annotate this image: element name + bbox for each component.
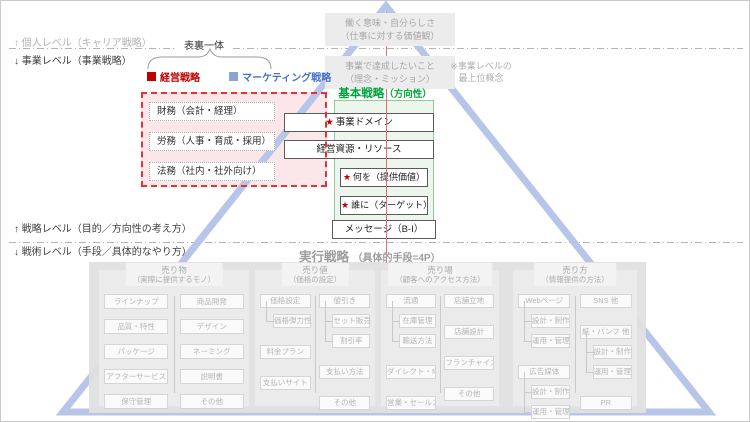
exec-item: セット販売 xyxy=(325,301,371,328)
legend-management: 経営戦略 xyxy=(147,69,200,84)
exec-item: 保守管理 xyxy=(104,394,169,409)
level-label-business: ↓ 事業レベル（事業戦略） xyxy=(14,56,132,67)
exec-item: 在庫管理 xyxy=(392,301,436,328)
exec-item: 営業・セールス xyxy=(386,396,436,410)
legend-marketing: マーケティング戦略 xyxy=(229,69,331,84)
exec-item: その他 xyxy=(179,394,244,409)
exec-item: 設計・制作 xyxy=(523,372,571,399)
exec-column-3: 売り方（情報提供の方法）Webページ設計・制作運用・管理広告媒体設計・制作運用・… xyxy=(513,263,637,419)
exec-column-0: 売り物（実際に提供するモノ） ラインナップ品質・特性パッケージアフターサービス保守… xyxy=(99,263,249,409)
exec-column-1: 売り値（価格の設定）価格設定価格弾力性料金プラン支払いサイト値引きセット販売割引… xyxy=(255,263,375,410)
exec-column-header: 売り場（顧客へのアクセス方法） xyxy=(388,263,492,286)
legend-marketing-label: マーケティング戦略 xyxy=(242,73,332,84)
level-label-tactics: ↓ 戦術レベル（手段／具体的なやり方） xyxy=(14,247,192,258)
work-meaning-box: 働く意味・自分らしさ （仕事に対する価値観） xyxy=(325,13,455,46)
strategy-item-who: ★誰に（ターゲット） xyxy=(340,196,432,215)
exec-item: 品質・特性 xyxy=(104,319,169,334)
exec-item: 商品開発 xyxy=(179,294,244,309)
top-level-note: ※事業レベルの 最上位概念 xyxy=(450,61,512,83)
exec-item: 設計・制作 xyxy=(523,301,571,328)
exec-item: フランチャイズ xyxy=(444,356,494,370)
management-box-border xyxy=(141,92,327,187)
exec-item: 設計・制作 xyxy=(585,332,632,359)
exec-item: 説明書 xyxy=(179,369,244,384)
exec-item: その他 xyxy=(444,387,494,401)
exec-item: 料金プラン xyxy=(260,345,311,359)
exec-item: 価格弾力性 xyxy=(266,301,312,328)
blue-square-icon xyxy=(229,72,238,81)
exec-item: パッケージ xyxy=(104,344,169,359)
exec-column-header: 売り方（情報提供の方法） xyxy=(534,263,616,286)
execution-strategy-title: 実行戦略 （具体的手段=4P） xyxy=(299,250,441,264)
exec-item: 輸送方法 xyxy=(392,321,436,348)
exec-item: アフターサービス xyxy=(104,369,169,384)
brace-icon xyxy=(147,47,272,70)
strategy-item-message: メッセージ（B-I） xyxy=(332,220,436,239)
execution-panel: 売り物（実際に提供するモノ） ラインナップ品質・特性パッケージアフターサービス保守… xyxy=(89,262,646,419)
exec-item: 支払いサイト xyxy=(260,376,311,390)
level-label-strategy: ↑ 戦略レベル（目的／方向性の考え方） xyxy=(14,224,192,235)
exec-item: その他 xyxy=(319,396,370,410)
exec-item: SNS 他 xyxy=(579,294,632,308)
exec-column-header: 売り値（価格の設定） xyxy=(281,263,349,286)
basic-strategy-title: 基本戦略（方向性） xyxy=(338,88,432,100)
exec-item: 店舗立地 xyxy=(444,294,494,308)
exec-item: ダイレクト・M xyxy=(386,365,436,379)
duality-label: 表裏一体 xyxy=(177,37,231,52)
exec-item: 割引率 xyxy=(325,321,370,348)
red-square-icon xyxy=(147,72,156,81)
exec-item: ネーミング xyxy=(179,344,244,359)
exec-item: 支払い方法 xyxy=(319,365,370,379)
star-icon: ★ xyxy=(341,200,350,210)
work-meaning-line2: （仕事に対する価値観） xyxy=(340,31,440,41)
exec-item: 運用・管理 xyxy=(523,321,571,348)
level-label-personal: ↑ 個人レベル（キャリア戦略） xyxy=(14,38,152,49)
exec-column-header: 売り物（実際に提供するモノ） xyxy=(125,263,223,286)
star-icon: ★ xyxy=(342,172,352,182)
work-meaning-line1: 働く意味・自分らしさ xyxy=(344,18,435,28)
legend-management-label: 経営戦略 xyxy=(160,73,200,84)
exec-item: 店舗設計 xyxy=(444,325,494,339)
exec-item: デザイン xyxy=(179,319,244,334)
exec-item: 運用・管理 xyxy=(585,352,632,379)
exec-item: ラインナップ xyxy=(104,294,169,309)
exec-item: PR xyxy=(579,396,632,410)
strategy-item-what: ★何を（提供価値） xyxy=(340,168,428,187)
exec-item: 運用・管理 xyxy=(523,392,571,419)
